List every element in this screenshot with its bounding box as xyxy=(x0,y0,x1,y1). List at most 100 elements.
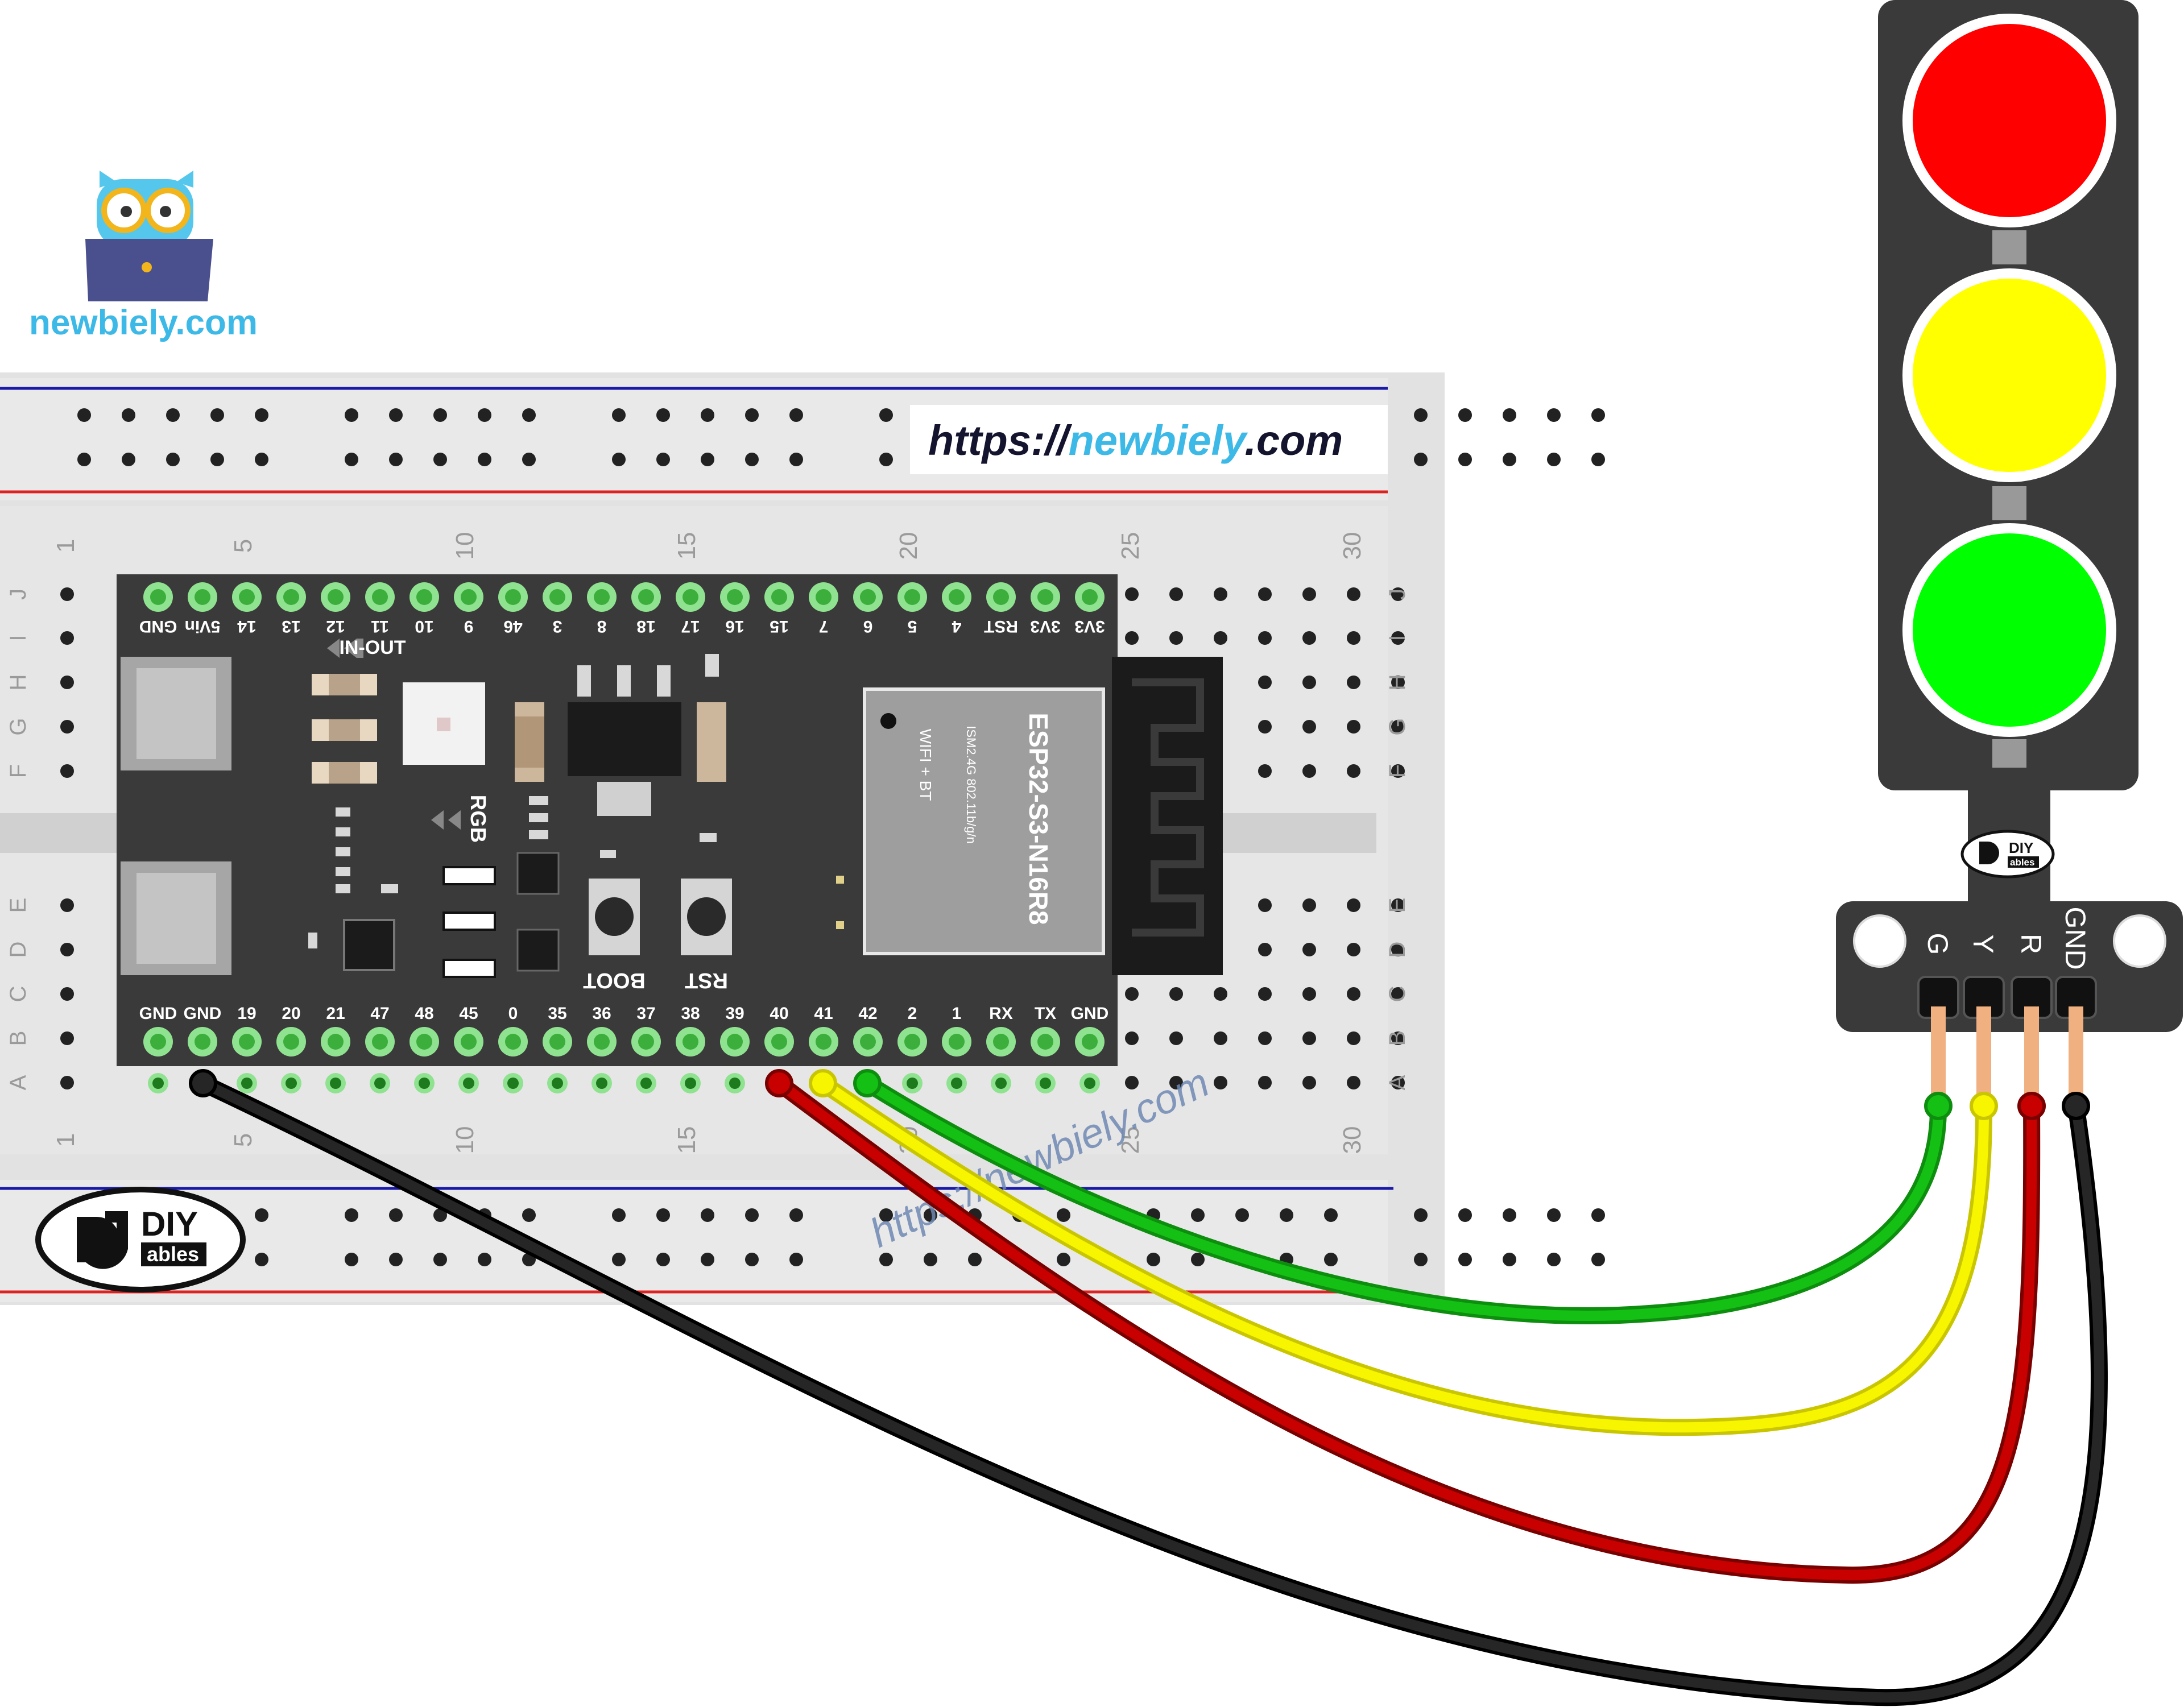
small-diy-text: DIY xyxy=(2009,839,2033,856)
header-pin-pad xyxy=(771,589,787,605)
pin-label: 12 xyxy=(326,617,345,636)
terminal-hole xyxy=(1214,987,1227,1001)
rail-hole xyxy=(1591,453,1605,466)
pin-label: GND xyxy=(1071,1004,1109,1023)
pin-label: GND xyxy=(139,617,177,636)
rail-hole xyxy=(1235,1208,1249,1222)
rail-hole xyxy=(345,453,358,466)
row-letter: I xyxy=(6,635,31,641)
header-pin-pad xyxy=(549,1034,565,1050)
rail-hole xyxy=(255,453,268,466)
pin-label: 4 xyxy=(952,617,961,636)
terminal-hole xyxy=(1347,943,1360,956)
pin-label: 6 xyxy=(863,617,873,636)
rst-button[interactable] xyxy=(681,879,732,955)
terminal-hole xyxy=(1125,987,1139,1001)
row-a-hole-center xyxy=(729,1078,741,1089)
terminal-hole xyxy=(1258,943,1272,956)
pin-label: 36 xyxy=(592,1004,611,1023)
banner-middle: newbiely xyxy=(1069,417,1248,464)
pin-label: 8 xyxy=(597,617,607,636)
label-boot: BOOT xyxy=(583,968,646,992)
rail-hole xyxy=(166,453,180,466)
row-letter: H xyxy=(1385,674,1410,691)
rail-hole xyxy=(210,453,224,466)
header-pin-pad xyxy=(461,1034,477,1050)
diy-text: DIY xyxy=(141,1205,198,1243)
terminal-hole xyxy=(60,1031,74,1045)
rail-hole xyxy=(656,453,670,466)
terminal-hole xyxy=(60,898,74,912)
rail-hole xyxy=(879,1253,893,1266)
pin-label: 40 xyxy=(770,1004,788,1023)
column-number: 10 xyxy=(451,532,479,560)
header-pin-pad xyxy=(594,1034,610,1050)
smd-components xyxy=(308,639,844,978)
terminal-hole xyxy=(1347,587,1360,601)
header-pin-pad xyxy=(505,1034,521,1050)
rail-hole xyxy=(789,408,803,422)
terminal-hole xyxy=(1347,987,1360,1001)
rail-hole xyxy=(612,453,626,466)
row-a-hole-center xyxy=(241,1078,253,1089)
rail-hole xyxy=(1324,1253,1338,1266)
rail-hole xyxy=(255,408,268,422)
pin-label: 38 xyxy=(681,1004,700,1023)
rail-hole xyxy=(745,453,759,466)
column-number: 30 xyxy=(1338,532,1366,560)
header-pin-pad xyxy=(771,1034,787,1050)
row-letter: J xyxy=(6,589,31,600)
terminal-hole xyxy=(1391,587,1405,601)
header-pin-pad xyxy=(195,1034,210,1050)
rail-hole xyxy=(210,408,224,422)
pin-label: GND xyxy=(184,1004,222,1023)
terminal-hole xyxy=(1391,1076,1405,1089)
label-rst: RST xyxy=(685,968,728,992)
rail-hole xyxy=(433,1253,447,1266)
terminal-hole xyxy=(1258,898,1272,912)
rail-hole xyxy=(77,453,91,466)
terminal-hole xyxy=(1258,764,1272,778)
pin-label: 10 xyxy=(415,617,433,636)
pcb-antenna xyxy=(1112,657,1223,975)
column-number: 1 xyxy=(52,1133,80,1147)
row-letter: F xyxy=(6,764,31,778)
rail-hole xyxy=(701,453,714,466)
rail-hole xyxy=(789,1208,803,1222)
terminal-hole xyxy=(1302,1076,1316,1089)
terminal-hole xyxy=(1258,1076,1272,1089)
boot-button[interactable] xyxy=(589,879,640,955)
header-pin-pad xyxy=(949,589,965,605)
header-pin-pad xyxy=(195,589,210,605)
terminal-hole xyxy=(1302,898,1316,912)
wires xyxy=(189,1069,2108,1706)
qfn-chip xyxy=(343,919,395,971)
rail-hole xyxy=(701,408,714,422)
rail-hole xyxy=(433,453,447,466)
esp32-s3-board: ESP32-S3-N16R8 ISM2.4G 802.11b/g/n WIFI … xyxy=(117,574,1223,1066)
header-pin-pad xyxy=(638,1034,654,1050)
label-rgb: RGB xyxy=(466,795,490,843)
rail-hole xyxy=(745,408,759,422)
rail-hole xyxy=(1458,453,1472,466)
row-letter: B xyxy=(6,1031,31,1046)
terminal-hole xyxy=(1258,720,1272,734)
pin-label: 17 xyxy=(681,617,700,636)
row-a-hole-center xyxy=(685,1078,696,1089)
pin-label: RX xyxy=(989,1004,1013,1023)
row-letter: A xyxy=(1385,1075,1410,1090)
terminal-hole xyxy=(1214,1031,1227,1045)
top-rail-holes xyxy=(77,408,1605,466)
rail-hole xyxy=(924,1253,937,1266)
row-a-hole-center xyxy=(152,1078,164,1089)
terminal-hole xyxy=(1302,587,1316,601)
row-letter: D xyxy=(1385,942,1410,958)
rail-hole xyxy=(389,1208,403,1222)
row-letter: G xyxy=(1385,718,1410,735)
rail-hole xyxy=(1324,1208,1338,1222)
rail-hole xyxy=(345,1208,358,1222)
header-pin-pad xyxy=(860,589,876,605)
column-number: 10 xyxy=(451,1126,479,1154)
